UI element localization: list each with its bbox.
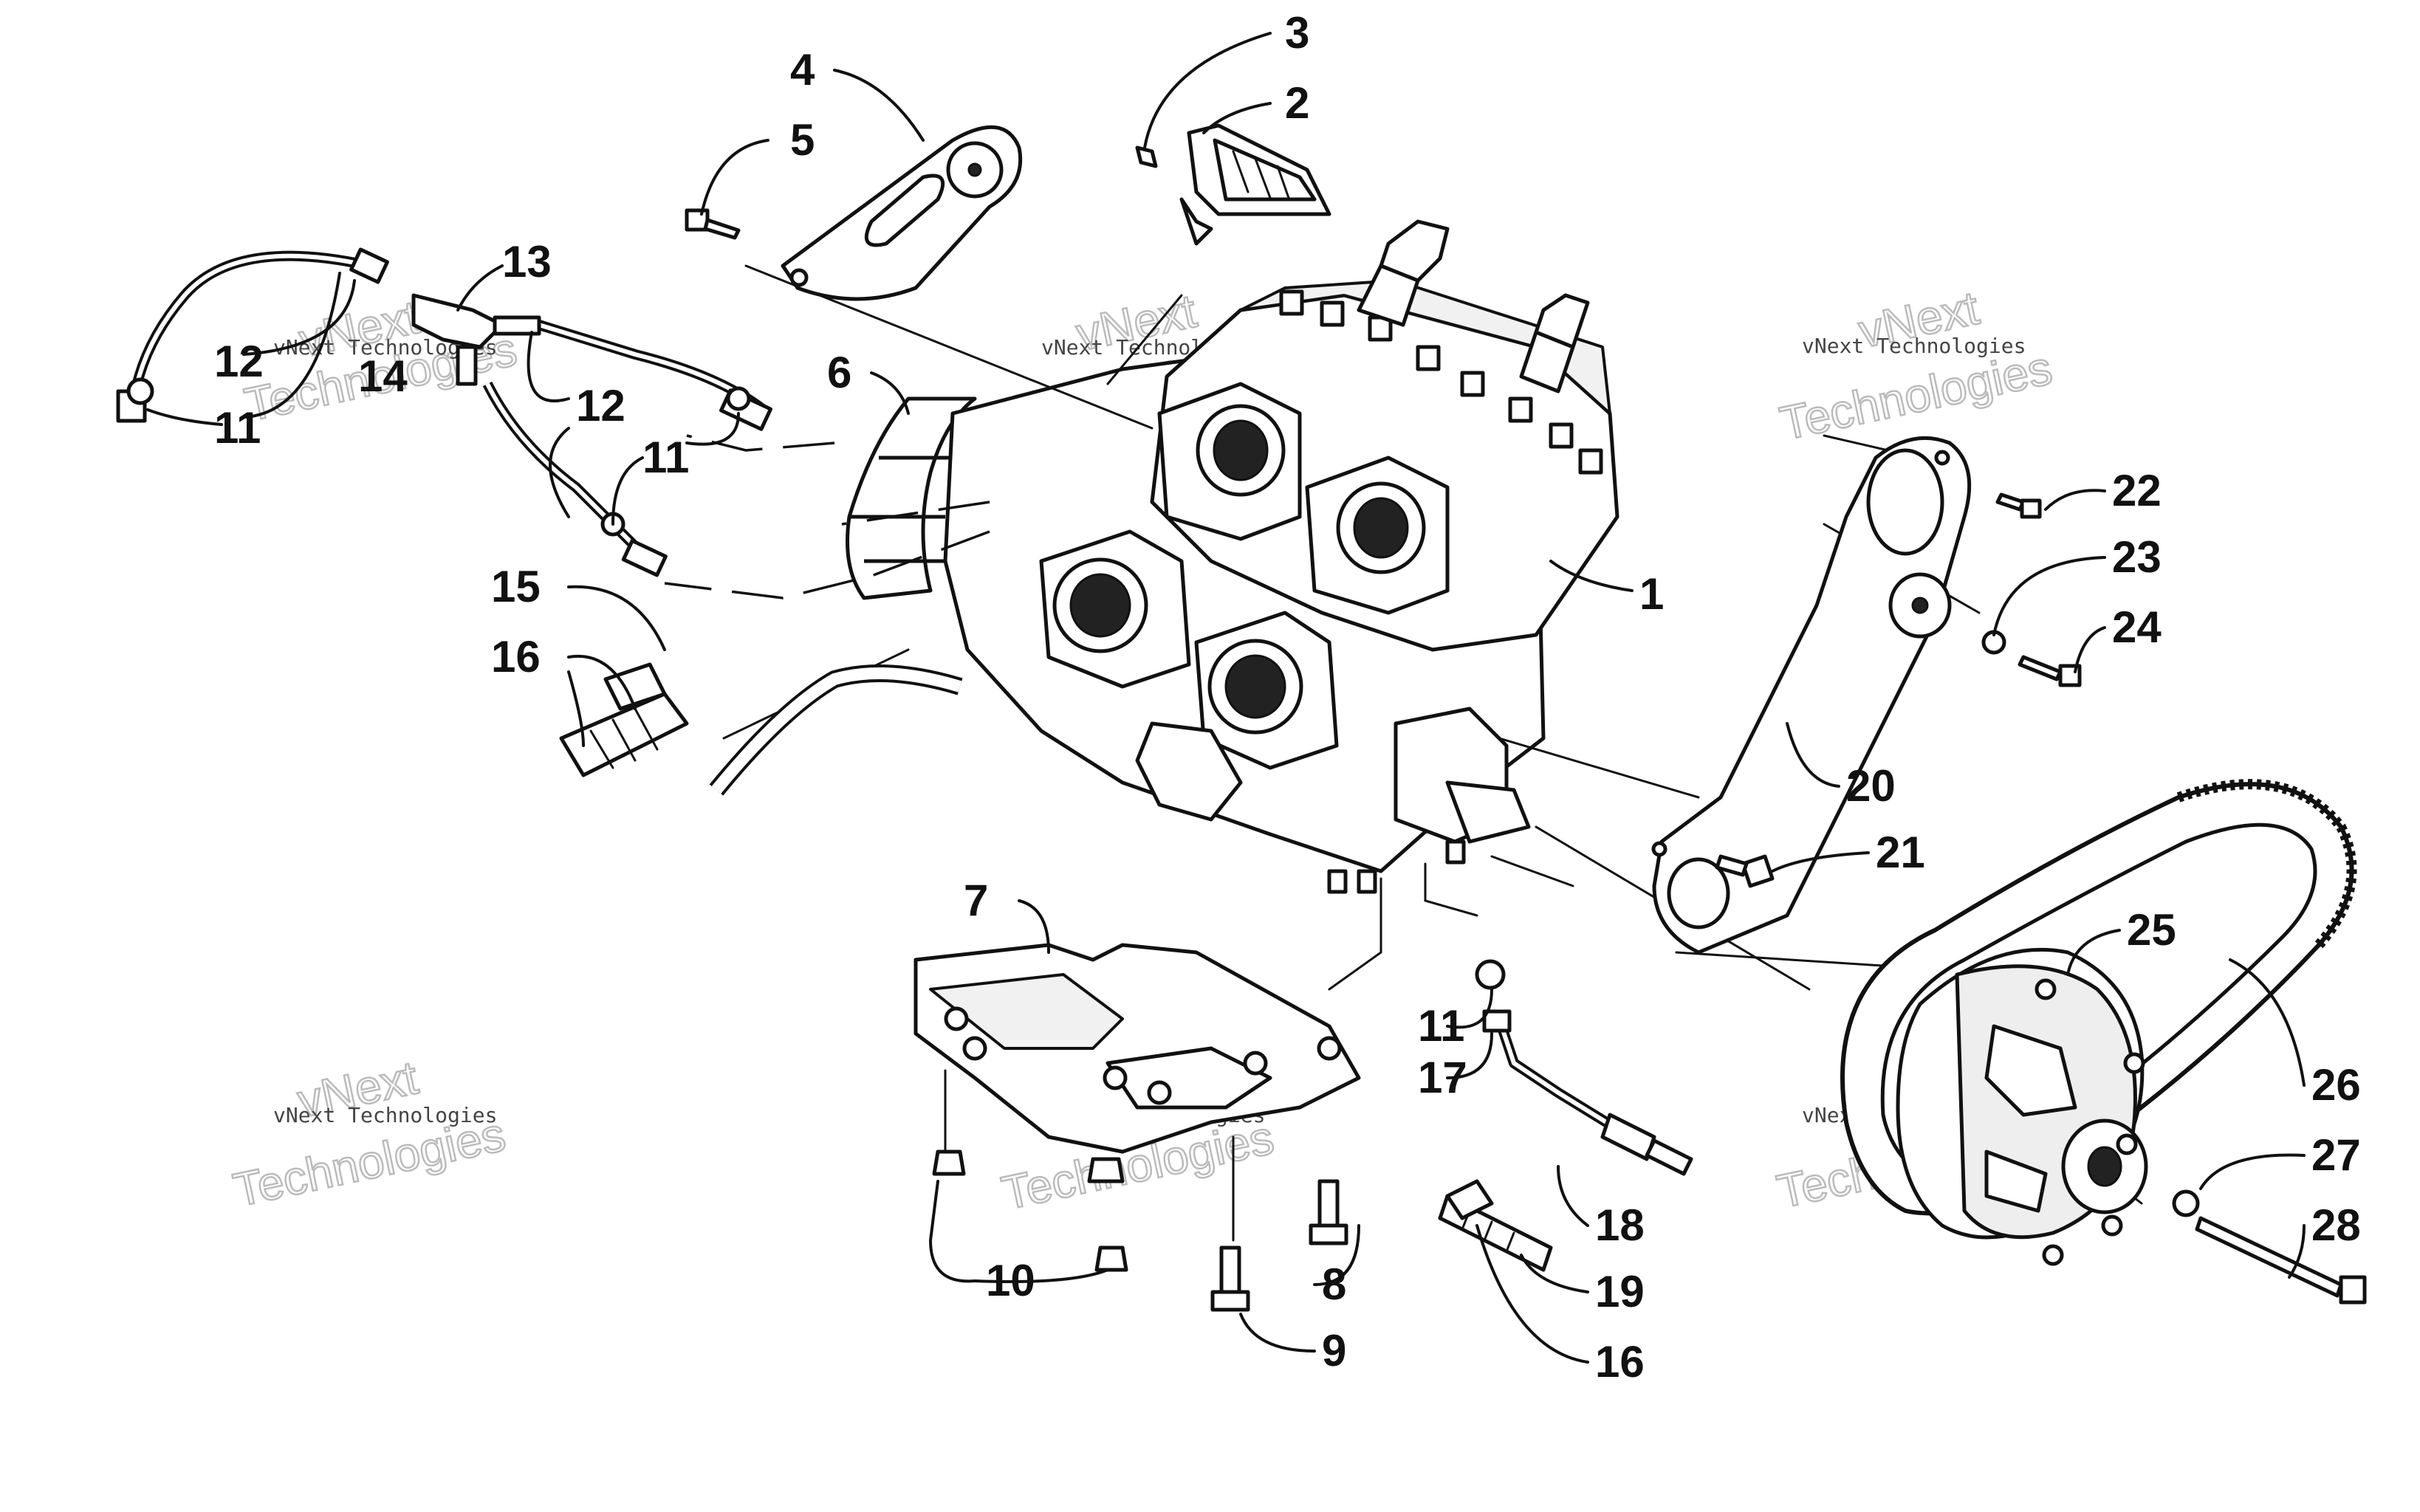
callout-27: 27 [2311,1130,2361,1180]
callout-21: 21 [1876,828,1925,877]
callout-19: 19 [1595,1267,1645,1316]
callout-15: 15 [491,562,541,611]
callout-22: 22 [2112,466,2162,515]
fuel-line[interactable] [559,662,963,796]
callout-5: 5 [790,115,815,165]
callout-3: 3 [1285,8,1309,58]
callout-12a: 12 [214,337,264,386]
callout-1: 1 [1639,569,1664,619]
leader-lines [146,32,2306,1364]
callout-18: 18 [1595,1200,1645,1250]
oil-hoses[interactable] [116,247,773,577]
callout-25: 25 [2127,905,2176,955]
head-bolts [1279,289,1603,475]
mount-bolts[interactable] [932,1150,1348,1312]
oil-line[interactable] [1475,959,1693,1176]
callout-17: 17 [1418,1053,1467,1102]
engine-assembly[interactable] [846,219,1619,894]
bolt-5[interactable] [685,208,741,240]
callout-8: 8 [1322,1260,1346,1309]
watermark-small: vNext Technologies [273,1103,497,1127]
callout-14: 14 [358,351,408,401]
callout-11b: 11 [642,433,689,482]
callout-11a: 11 [214,403,261,453]
bolts-21-24[interactable] [1715,492,2367,1305]
fitting-19[interactable] [1438,1179,1553,1272]
starter-handle[interactable] [1135,123,1331,246]
callout-13: 13 [502,237,552,286]
callout-16a: 16 [491,632,541,681]
callout-6: 6 [827,348,851,397]
callout-16b: 16 [1595,1337,1645,1386]
callout-24: 24 [2112,602,2162,652]
callout-11c: 11 [1418,1001,1464,1051]
callout-12b: 12 [576,381,625,430]
callout-9: 9 [1322,1326,1346,1375]
callout-20: 20 [1846,761,1896,811]
motor-plate[interactable] [914,943,1361,1154]
callout-4: 4 [790,45,815,94]
spark-plug-caps [1357,219,1590,394]
torque-plate[interactable] [1651,436,1972,955]
callout-28: 28 [2311,1200,2361,1250]
watermark-small: vNext Technologies [1802,334,2026,358]
callout-10: 10 [986,1256,1035,1305]
engine-mount-bracket[interactable] [781,125,1023,301]
callout-26: 26 [2311,1060,2361,1110]
callout-labels: 3 2 4 5 13 12 14 11 12 11 6 1 15 16 7 8 … [214,8,2361,1386]
callout-23: 23 [2112,532,2162,582]
callout-7: 7 [964,876,988,925]
drive-clutch[interactable] [1896,947,2148,1266]
callout-2: 2 [1285,78,1309,128]
